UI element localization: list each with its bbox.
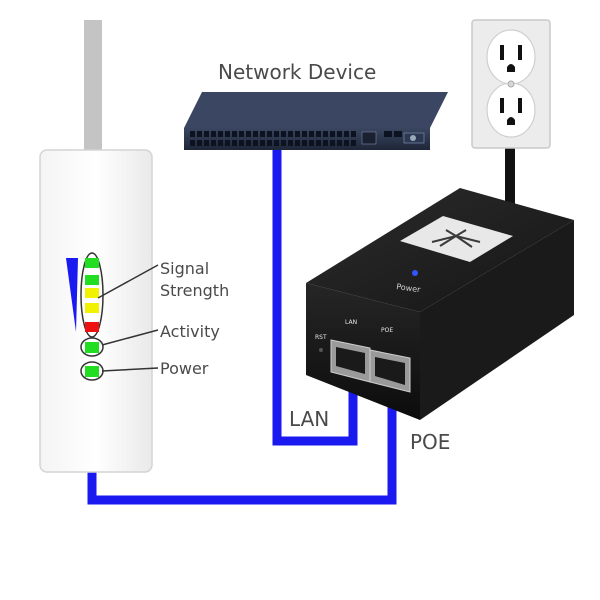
reset-button (319, 348, 323, 352)
activity-leader (101, 329, 159, 346)
signal-led-3 (85, 288, 99, 298)
signal-led-1 (85, 258, 99, 268)
lan-cable (272, 150, 358, 446)
signal-label-line2: Strength (160, 281, 229, 300)
activity-led-ring (80, 337, 104, 357)
injector-power-label: Power (396, 282, 422, 294)
port-label-lan: LAN (345, 319, 357, 326)
signal-led-2 (85, 275, 99, 285)
poe-injector: Power RST LAN POE (306, 188, 574, 420)
signal-label-line1: Signal (160, 259, 209, 278)
ubiquiti-logo-icon (431, 229, 481, 248)
injector-power-led (412, 270, 418, 276)
wall-outlet (471, 19, 551, 149)
port-label-rst: RST (315, 334, 327, 341)
activity-label: Activity (160, 322, 220, 341)
poe-cable (87, 392, 397, 505)
network-device-label: Network Device (218, 60, 376, 84)
signal-led-4 (85, 303, 99, 313)
port-label-poe: POE (381, 327, 393, 334)
mounting-mast (84, 20, 102, 152)
power-led (85, 366, 99, 377)
network-switch (184, 92, 448, 150)
radio-unit (39, 149, 153, 473)
signal-led-5 (85, 322, 99, 332)
power-label: Power (160, 359, 209, 378)
power-cord (505, 146, 515, 204)
lan-label: LAN (289, 407, 329, 431)
switch-ports (190, 131, 356, 146)
activity-led (85, 342, 99, 353)
ubiquiti-logo-plate (400, 216, 513, 262)
poe-label: POE (410, 430, 450, 454)
signal-leader (97, 264, 159, 299)
signal-wedge-icon (66, 258, 78, 332)
power-leader (101, 367, 159, 372)
